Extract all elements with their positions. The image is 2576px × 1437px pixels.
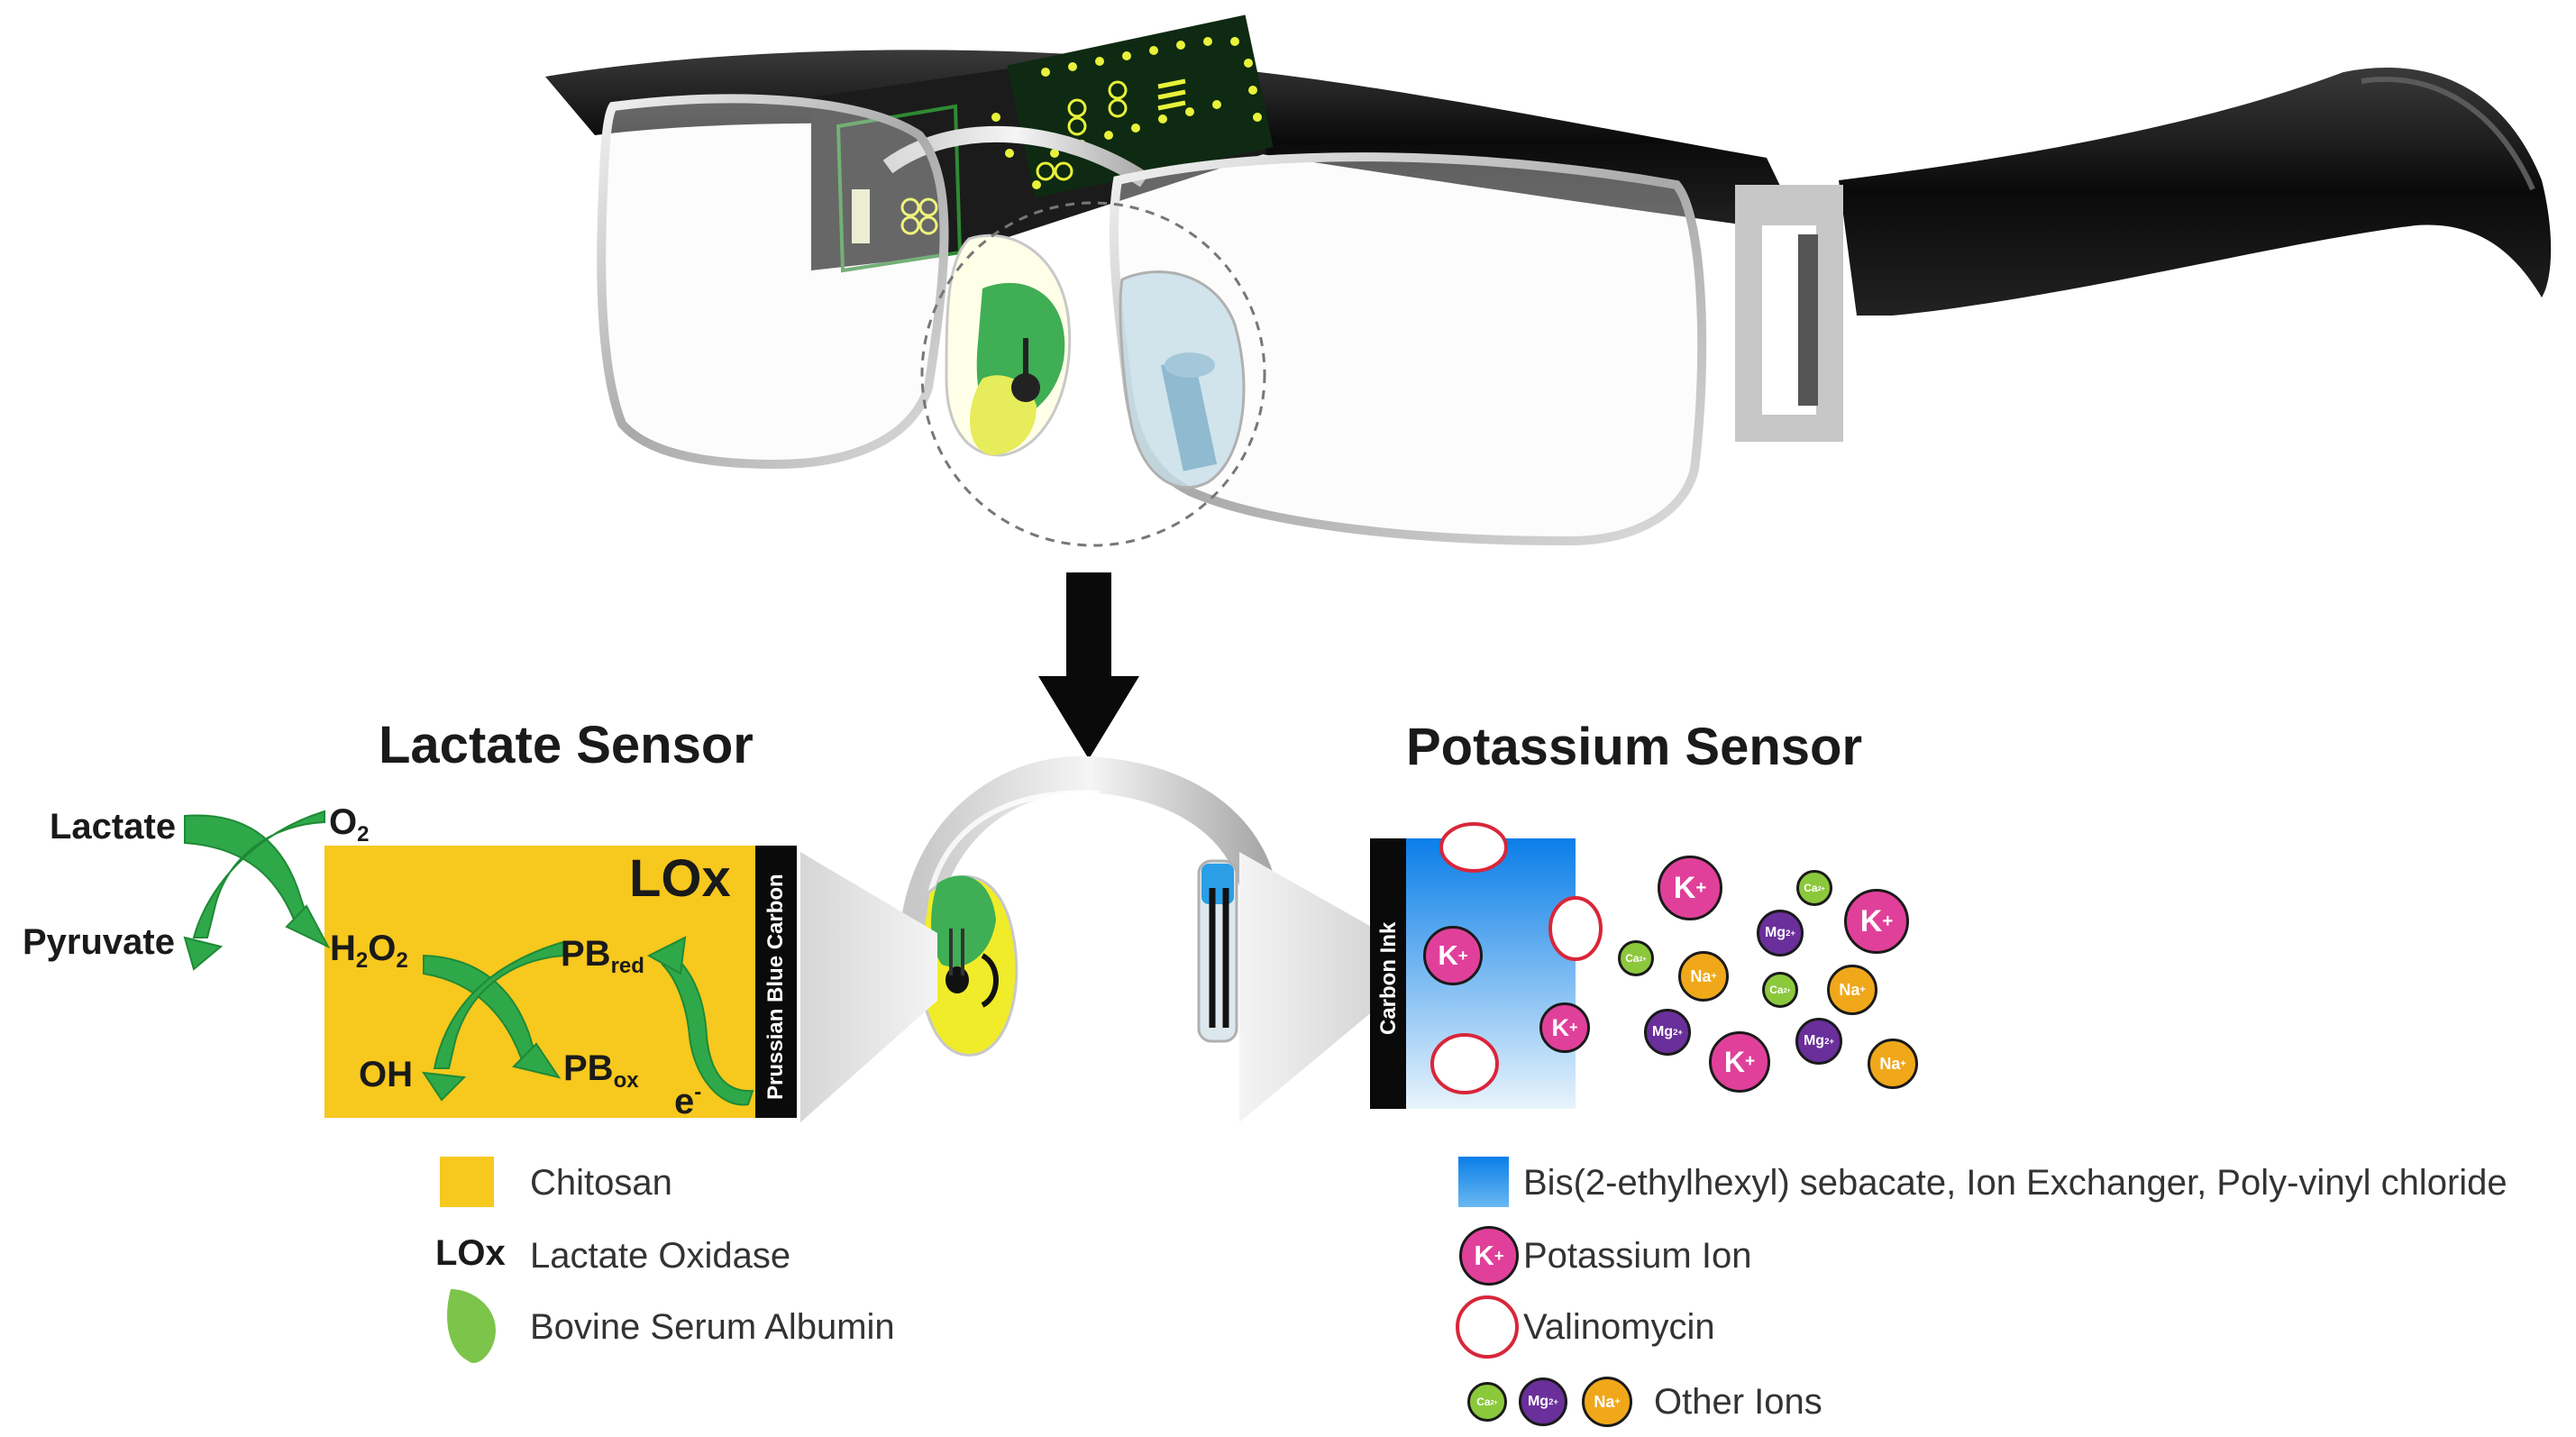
membrane-valinomycin-sites — [1430, 822, 1603, 1094]
carbon-ink-label: Carbon Ink — [1376, 921, 1401, 1035]
frame-hinge — [1735, 185, 1843, 442]
sodium-ion: Na+ — [1868, 1039, 1918, 1089]
legend-lox-symbol: LOx — [435, 1233, 506, 1273]
potassium-ion-legend-icon: K+ — [1459, 1226, 1519, 1286]
pyruvate-label: Pyruvate — [23, 922, 175, 962]
lactate-label: Lactate — [50, 807, 177, 847]
smart-eyeglasses — [545, 14, 2552, 547]
potassium-ion: K+ — [1539, 1002, 1590, 1053]
sodium-ion: Na+ — [1827, 965, 1877, 1015]
potassium-ion: K+ — [1658, 856, 1722, 920]
lactate-zoom-funnel — [800, 852, 937, 1122]
legend-chitosan-swatch — [440, 1157, 494, 1207]
carbon-ink-strip — [1370, 838, 1406, 1109]
o2-label: O2 — [329, 802, 370, 847]
sodium-ion: Na+ — [1678, 951, 1729, 1002]
lactate-electrode-panel — [183, 810, 797, 1118]
oh-label: OH — [359, 1055, 413, 1094]
nose-pad-potassium — [1119, 270, 1246, 490]
legend-potassium-ion-label: Potassium Ion — [1523, 1236, 1752, 1276]
nose-pad-lactate — [945, 233, 1072, 457]
legend-chitosan-label: Chitosan — [530, 1163, 672, 1203]
nose-bridge-closeup — [901, 755, 1280, 1057]
zoom-circle — [920, 201, 1266, 547]
legend-valinomycin-icon — [1456, 1295, 1519, 1359]
legend-membrane-label: Bis(2-ethylhexyl) sebacate, Ion Exchange… — [1523, 1163, 2507, 1203]
legend-lactate-oxidase-label: Lactate Oxidase — [530, 1236, 791, 1276]
zoom-arrow — [1038, 572, 1139, 759]
potassium-ion: K+ — [1709, 1031, 1770, 1093]
legend-other-ions-label: Other Ions — [1654, 1382, 1822, 1422]
potassium-zoom-funnel — [1239, 852, 1375, 1122]
electron-label: e- — [674, 1080, 702, 1121]
potassium-ion: K+ — [1423, 926, 1483, 985]
lactate-to-pyruvate-arrows — [183, 810, 331, 971]
pb-ox-label: PBox — [563, 1048, 639, 1093]
legend-bsa-drop-icon — [447, 1289, 496, 1363]
sodium-ion-legend-icon: Na+ — [1582, 1377, 1632, 1427]
prussian-blue-carbon-strip — [755, 846, 797, 1118]
prussian-blue-cycle-arrows — [421, 936, 754, 1106]
potassium-electrode-panel — [1370, 822, 1603, 1109]
lox-label: LOx — [629, 849, 731, 908]
legend-bsa-label: Bovine Serum Albumin — [530, 1307, 895, 1347]
legend-membrane-swatch — [1458, 1157, 1509, 1207]
legend-valinomycin-label: Valinomycin — [1523, 1307, 1715, 1347]
potassium-sensor-title: Potassium Sensor — [1406, 718, 1863, 776]
pb-red-label: PBred — [561, 934, 644, 978]
potassium-ion: K+ — [1844, 889, 1909, 954]
prussian-blue-carbon-label: Prussian Blue Carbon — [763, 874, 788, 1100]
h2o2-label: H2O2 — [330, 929, 408, 973]
lactate-sensor-title: Lactate Sensor — [379, 716, 754, 774]
